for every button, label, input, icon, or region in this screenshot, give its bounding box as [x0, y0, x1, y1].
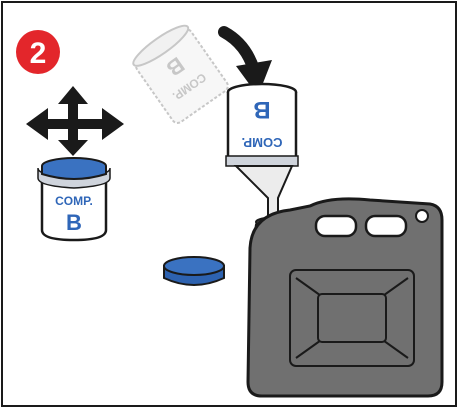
container-label-line2: B	[66, 210, 82, 235]
inverted-label-b: B	[253, 96, 270, 123]
container-label-line1: COMP.	[55, 194, 93, 208]
container-lid-side	[42, 166, 106, 179]
jerrycan-panel-inner	[318, 294, 386, 342]
inverted-label-comp: COMP.	[242, 135, 283, 150]
inverted-container: B COMP.	[226, 84, 298, 166]
jerrycan-handle-hole-1	[316, 216, 356, 236]
step-number: 2	[30, 37, 47, 70]
move-arrows-vertical-bar	[68, 99, 78, 147]
jerrycan-handle-hole-2	[366, 216, 406, 236]
step-badge: 2	[16, 30, 60, 74]
jerrycan-icon	[248, 199, 442, 396]
loose-lid	[164, 257, 224, 285]
loose-lid-top	[164, 257, 224, 275]
comp-b-container: COMP. B	[38, 158, 110, 240]
inverted-container-rim	[226, 156, 298, 166]
jerrycan-vent	[416, 210, 428, 222]
